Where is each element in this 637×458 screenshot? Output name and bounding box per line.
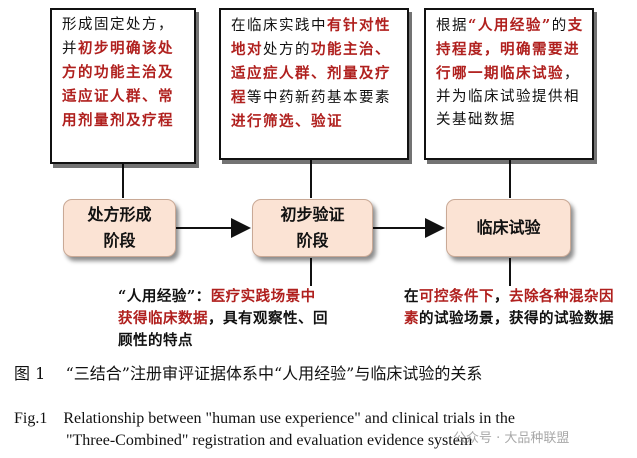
caption-english-line2: "Three-Combined" registration and evalua… [66,432,473,449]
watermark: 公众号 · 大品种联盟 [453,431,570,446]
highlight-text: 支持程度，明确需要进行哪一期临床试验 [436,17,584,82]
body-text: 形成固定处方， [62,17,174,33]
highlight-text: 去除各种混杂因素 [404,288,614,327]
box-prescription-formation: 形成固定处方， 并初步明确该处方的功能主治及适应证人群、常用剂量剂及疗程 [50,8,196,164]
highlight-text: 初步明确该处方的功能主治及适应证人群、常用剂量剂及疗程 [62,40,174,129]
highlight-text: 有针对性地对 [231,17,391,58]
body-text: 的 [551,18,568,34]
box-clinical-trial: 根据“人用经验”的支持程度，明确需要进行哪一期临床试验，并为临床试验提供相关基础… [424,8,594,160]
caption-english-line1: Fig.1 Relationship between "human use ex… [14,410,515,427]
body-text: 处方的 [263,42,311,58]
body-text: 并 [62,41,78,57]
body-text: ， [494,288,509,305]
highlight-text: “人用经验” [468,17,552,34]
body-text: ，并为临床试验提供相关基础数据 [436,66,580,128]
caption-english: Fig.1 Relationship between "human use ex… [14,408,624,452]
note-human-use-experience: “人用经验”：医疗实践场景中获得临床数据，具有观察性、回顾性的特点 [118,286,328,352]
connector-box1-stage1 [122,164,124,198]
highlight-text: 功能主治、适应症人群、剂量及疗程 [231,41,391,106]
body-text: ，具有观察性、回顾性的特点 [118,310,328,349]
body-text: 在 [404,288,419,305]
connector-box3-stage3 [509,160,511,198]
body-text: 的试验场景，获得的试验数据 [419,310,614,327]
body-text: 在临床实践中 [231,18,327,34]
stage-clinical-trial: 临床试验 [446,199,571,257]
box-preliminary-verification: 在临床实践中有针对性地对处方的功能主治、适应症人群、剂量及疗程等中药新药基本要素… [219,8,409,160]
highlight-text: 可控条件下 [419,288,494,305]
body-text: 根据 [436,18,468,34]
body-text: “人用经验”： [118,288,211,305]
connector-box2-stage2 [310,160,312,198]
highlight-text: 进行筛选、验证 [231,113,343,130]
caption-chinese: 图 1 “三结合”注册审评证据体系中“人用经验”与临床试验的关系 [14,364,483,383]
highlight-text: 医疗实践场景中获得临床数据 [118,288,316,327]
note-clinical-trial: 在可控条件下，去除各种混杂因素的试验场景，获得的试验数据 [400,286,618,330]
connector-stage2-note1 [310,258,312,286]
connector-stage3-note2 [509,258,511,286]
stage-preliminary-verification: 初步验证 阶段 [252,199,373,257]
body-text: 等中药新药基本要素 [247,90,391,106]
stage-prescription-formation: 处方形成 阶段 [63,199,176,257]
